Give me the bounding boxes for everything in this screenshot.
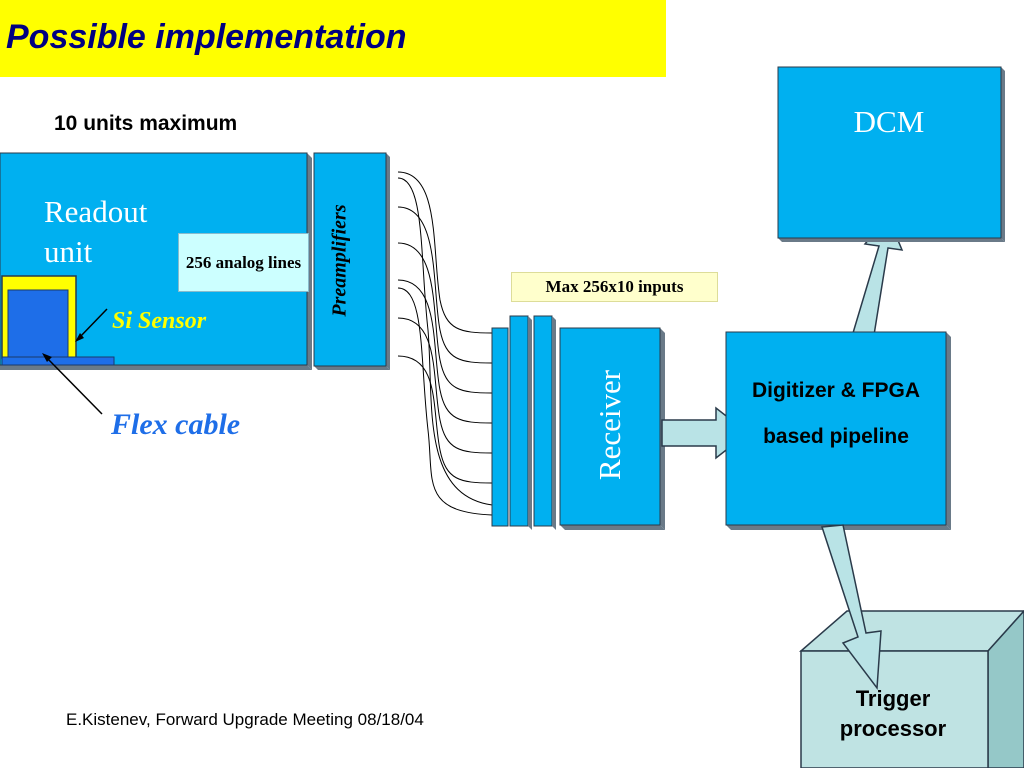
dcm-label: DCM	[853, 104, 925, 139]
receiver-label-wrap: Receiver	[560, 330, 660, 520]
preamplifiers-label-wrap: Preamplifiers	[312, 160, 368, 360]
max-inputs-label: Max 256x10 inputs	[511, 272, 718, 302]
digitizer-to-trigger-arrow	[820, 524, 882, 691]
readout-unit-label: Readout unit	[44, 194, 148, 269]
digitizer-label: Digitizer & FPGA based pipeline	[751, 379, 920, 448]
receiver-card-stack	[491, 315, 556, 530]
preamplifiers-label: Preamplifiers	[328, 203, 351, 317]
footer-credit: E.Kistenev, Forward Upgrade Meeting 08/1…	[66, 710, 424, 729]
flex-cable-pointer	[45, 356, 103, 415]
title-banner	[0, 0, 666, 77]
trigger-processor-box	[798, 609, 1024, 768]
slide-title: Possible implementation	[6, 18, 407, 56]
receiver-box	[559, 327, 665, 530]
signal-cables	[397, 171, 493, 516]
receiver-label: Receiver	[592, 369, 627, 481]
preamplifiers-box	[313, 152, 390, 370]
trigger-processor-label: Trigger processor	[839, 686, 947, 741]
si-sensor-pointer	[77, 308, 108, 340]
units-max-label: 10 units maximum	[54, 112, 238, 135]
si-sensor-shape	[1, 275, 115, 366]
dcm-box	[777, 66, 1005, 242]
si-sensor-label: Si Sensor	[112, 308, 207, 334]
analog-lines-label: 256 analog lines	[178, 233, 309, 292]
flex-cable-label: Flex cable	[111, 408, 241, 441]
